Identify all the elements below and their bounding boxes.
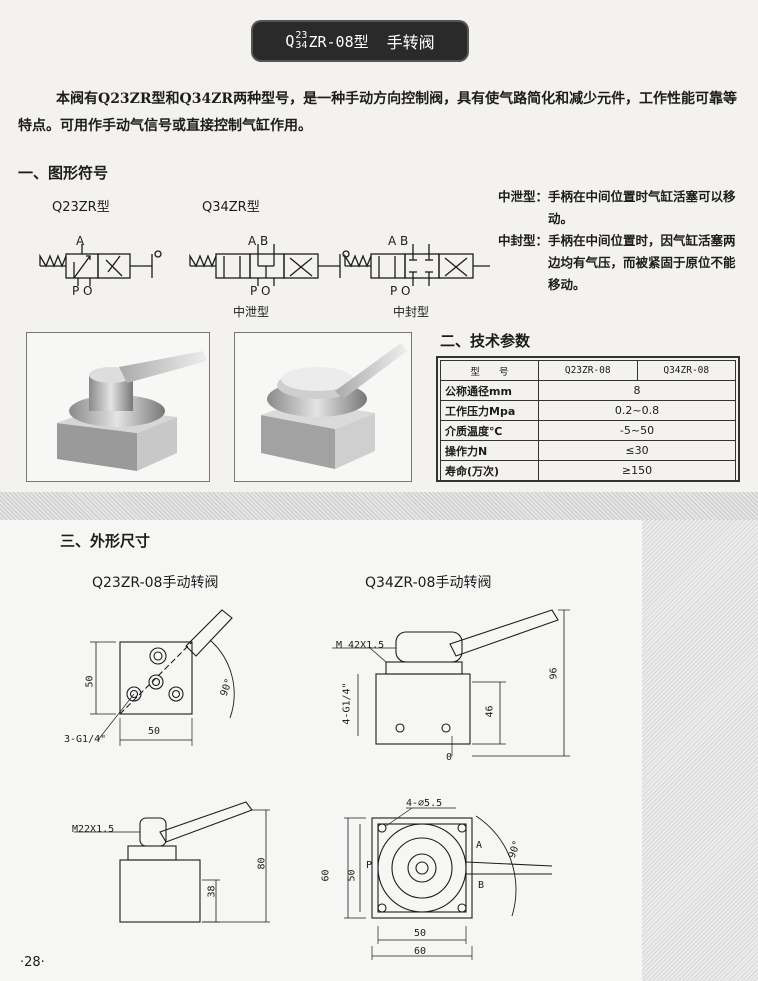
dim-d4-w60: 60 xyxy=(414,946,427,957)
table-cell-value: ≥150 xyxy=(538,460,736,481)
caption-center-closed: 中封型 xyxy=(393,305,430,319)
dim-d4-port-b: B xyxy=(478,880,485,891)
table-cell-label: 工作压力Mpa xyxy=(440,400,539,421)
table-cell-value: -5~50 xyxy=(538,420,736,441)
note-center-closed: 中封型： 手柄在中间位置时，因气缸活塞两边均有气压，而被紧固于原位不能移动。 xyxy=(498,230,748,296)
table-row: 介质温度℃ -5~50 xyxy=(440,420,736,441)
photo-q23zr-valve xyxy=(26,332,210,482)
drawing-q34zr-side xyxy=(332,609,570,757)
intro-paragraph: 本阀有Q23ZR型和Q34ZR两种型号，是一种手动方向控制阀，具有使气路简化和减… xyxy=(18,91,738,134)
dim-d2-thread: M 42X1.5 xyxy=(336,640,385,651)
symbol-notes: 中泄型： 手柄在中间位置时气缸活塞可以移动。 中封型： 手柄在中间位置时，因气缸… xyxy=(498,186,748,296)
table-cell-label: 寿命(万次) xyxy=(440,460,539,481)
note-term: 中泄型： xyxy=(498,189,549,204)
symbol3-port-po: P O xyxy=(390,284,411,298)
table-cell-value: ≤30 xyxy=(538,440,736,461)
drawing-q23zr-side xyxy=(74,801,270,923)
title-name: 手转阀 xyxy=(386,33,435,52)
photo-q34zr-valve xyxy=(234,332,412,482)
drawing-q34zr-top xyxy=(344,807,553,960)
table-row: 寿命(万次) ≥150 xyxy=(440,460,736,481)
symbol-q34-center-closed xyxy=(344,244,490,286)
dim-d2-h46: 46 xyxy=(484,705,496,718)
drawing-q23zr-front xyxy=(90,609,235,746)
dim-d3-h80: 80 xyxy=(256,857,268,870)
table-cell-label: 操作力N xyxy=(440,440,539,461)
graphic-symbols xyxy=(39,244,490,286)
dim-d2-zero: 0 xyxy=(446,752,453,763)
symbol2-port-po: P O xyxy=(250,284,271,298)
title-banner: Q 23 34 ZR-08型 手转阀 xyxy=(253,22,467,60)
table-outline xyxy=(436,356,740,482)
section1-heading: 一、图形符号 xyxy=(18,164,109,182)
caption-center-exhaust: 中泄型 xyxy=(233,305,270,319)
table-cell-value: 0.2~0.8 xyxy=(538,400,736,421)
dim-d4-port-a: A xyxy=(476,840,483,851)
symbol-q23 xyxy=(39,244,162,286)
page-number: ·28· xyxy=(20,955,45,970)
note-text: 手柄在中间位置时，因气缸活塞两边均有气压，而被紧固于原位不能移动。 xyxy=(548,233,736,292)
title-sup: 23 xyxy=(295,30,308,41)
label-q23: Q23ZR型 xyxy=(52,200,110,215)
note-center-exhaust: 中泄型： 手柄在中间位置时气缸活塞可以移动。 xyxy=(498,186,748,230)
note-term: 中封型： xyxy=(498,233,549,248)
halftone-strip xyxy=(642,520,758,981)
title-model: Q 23 34 ZR-08型 xyxy=(285,31,368,52)
table-cell-value: 8 xyxy=(538,380,736,401)
table-row: 公称通径mm 8 xyxy=(440,380,736,401)
dim-d1-h50: 50 xyxy=(84,675,96,688)
drawing2-title: Q34ZR-08手动转阀 xyxy=(365,575,492,591)
dim-d4-h50: 50 xyxy=(346,869,358,882)
dim-d4-h60: 60 xyxy=(320,869,332,882)
table-cell-label: 公称通径mm xyxy=(440,380,539,401)
table-header-cell: Q34ZR-08 xyxy=(636,360,736,381)
drawing1-title: Q23ZR-08手动转阀 xyxy=(92,575,219,591)
table-row: 操作力N ≤30 xyxy=(440,440,736,461)
table-cell-label: 介质温度℃ xyxy=(440,420,539,441)
dim-d4-holes: 4-⌀5.5 xyxy=(406,798,443,809)
spec-table: 型 号 Q23ZR-08 Q34ZR-08 公称通径mm 8 工作压力Mpa 0… xyxy=(440,360,736,481)
dim-d3-thread: M22X1.5 xyxy=(72,824,115,835)
title-suffix: ZR-08型 xyxy=(308,32,369,51)
section3-heading: 三、外形尺寸 xyxy=(60,532,151,550)
table-header-row: 型 号 Q23ZR-08 Q34ZR-08 xyxy=(440,360,736,381)
label-q34: Q34ZR型 xyxy=(202,200,260,215)
halftone-divider xyxy=(0,492,758,522)
symbol1-port-a: A xyxy=(76,234,85,248)
title-sub: 34 xyxy=(295,40,308,51)
dim-d2-h96: 96 xyxy=(548,667,560,680)
dim-d4-port-p: P xyxy=(366,860,373,871)
symbol2-port-ab: A B xyxy=(248,234,269,248)
table-row: 工作压力Mpa 0.2~0.8 xyxy=(440,400,736,421)
section2-heading: 二、技术参数 xyxy=(440,332,531,350)
dim-d1-w50: 50 xyxy=(148,726,161,737)
dim-d3-h38: 38 xyxy=(206,885,218,898)
dim-d2-port: 4-G1/4" xyxy=(341,682,353,725)
symbol3-port-ab: A B xyxy=(388,234,409,248)
title-stack: 23 34 xyxy=(295,31,307,51)
dim-d1-port: 3-G1/4" xyxy=(64,734,107,745)
table-header-cell: Q23ZR-08 xyxy=(538,360,638,381)
note-text: 手柄在中间位置时气缸活塞可以移动。 xyxy=(548,189,736,226)
dim-d4-w50: 50 xyxy=(414,928,427,939)
dimension-panel xyxy=(0,520,642,981)
symbol-q34-center-exhaust xyxy=(189,244,350,286)
table-header-cell: 型 号 xyxy=(440,360,539,381)
symbol1-port-po: P O xyxy=(72,284,93,298)
title-prefix: Q xyxy=(285,32,295,50)
